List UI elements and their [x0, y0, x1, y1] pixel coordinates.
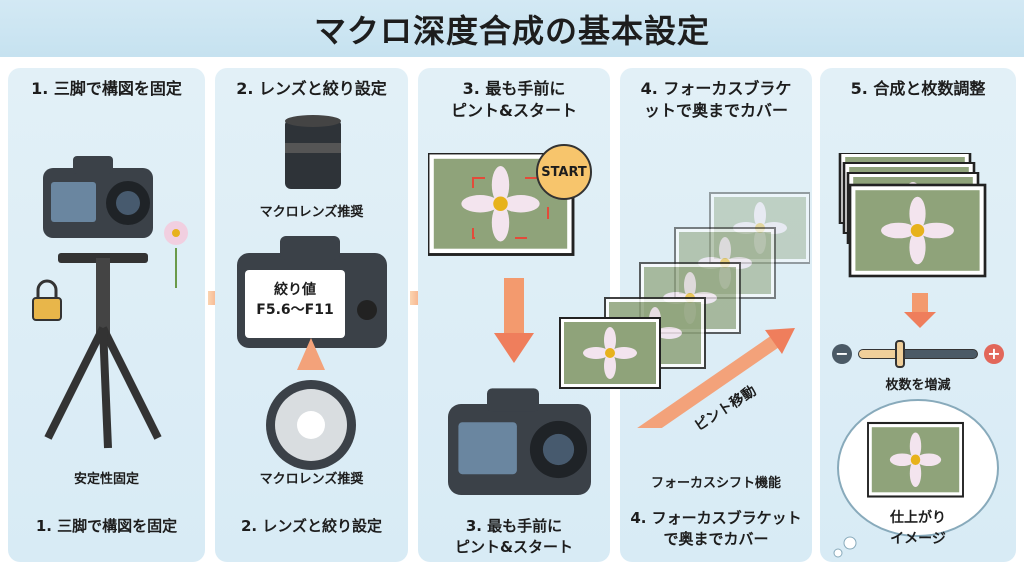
stacked-photos	[838, 153, 987, 303]
result-label: 仕上がり イメージ	[890, 510, 946, 547]
flower-icon	[164, 221, 188, 288]
stability-label: 安定性固定	[73, 472, 139, 487]
minus-button[interactable]: −	[832, 344, 852, 364]
focus-shift-label: フォーカスシフト機能	[650, 476, 781, 491]
step-5-heading: 5. 合成と枚数調整	[850, 79, 986, 98]
lens-icon	[285, 115, 341, 189]
plus-button[interactable]: +	[984, 344, 1004, 364]
slider-thumb[interactable]	[895, 340, 905, 368]
camera-illustration	[448, 278, 591, 495]
slider-row: − +	[832, 340, 1004, 368]
step-1-heading: 1. 三脚で構図を固定	[31, 79, 182, 98]
aperture-icon	[266, 338, 356, 470]
page-title: マクロ深度合成の基本設定	[313, 11, 710, 50]
camera-back-illustration	[237, 236, 387, 348]
step-2-panel: 2. レンズと絞り設定 マクロレンズ推奨 絞り値 F5.6〜F11 マクロレンズ…	[215, 68, 408, 562]
step-3-heading: 3. 最も手前に ピント&スタート	[451, 79, 577, 120]
step-4-panel: 4. フォーカスブラケ ットで奥までカバー ピント移動 フォーカスシフト機能 4…	[559, 68, 812, 562]
step-2-footer: 2. レンズと絞り設定	[240, 517, 383, 535]
aperture-label: マクロレンズ推奨	[259, 472, 364, 487]
step-5-panel: 5. 合成と枚数調整 − + 枚数を増減 仕上がり イメージ	[820, 68, 1016, 562]
focus-preview-photo	[428, 153, 575, 256]
step-3-panel: 3. 最も手前に ピント&スタート START 3. 最も手前に ピント&スター…	[418, 68, 610, 562]
step-4-heading: 4. フォーカスブラケ ットで奥までカバー	[640, 79, 792, 120]
step-1-footer: 1. 三脚で構図を固定	[35, 517, 178, 535]
result-thought-bubble	[833, 399, 999, 558]
title-band: マクロ深度合成の基本設定	[0, 0, 1024, 57]
slider-track[interactable]	[858, 349, 978, 359]
tripod-camera-illustration	[32, 156, 188, 449]
start-button[interactable]: START	[536, 144, 592, 200]
lock-icon	[32, 279, 62, 321]
step-1-panel: 1. 三脚で構図を固定 安定性固定 1. 三脚で構図を固定	[8, 68, 205, 562]
focus-bracket-stack	[559, 192, 810, 428]
slider-label: 枚数を増減	[885, 378, 951, 393]
step-2-heading: 2. レンズと絞り設定	[236, 79, 387, 98]
step-4-footer: 4. フォーカスブラケット で奥までカバー	[630, 509, 802, 548]
down-arrow	[904, 300, 936, 328]
step-3-footer: 3. 最も手前に ピント&スタート	[454, 517, 574, 556]
aperture-screen-text: 絞り値 F5.6〜F11	[256, 282, 334, 318]
lens-label: マクロレンズ推奨	[259, 205, 364, 220]
